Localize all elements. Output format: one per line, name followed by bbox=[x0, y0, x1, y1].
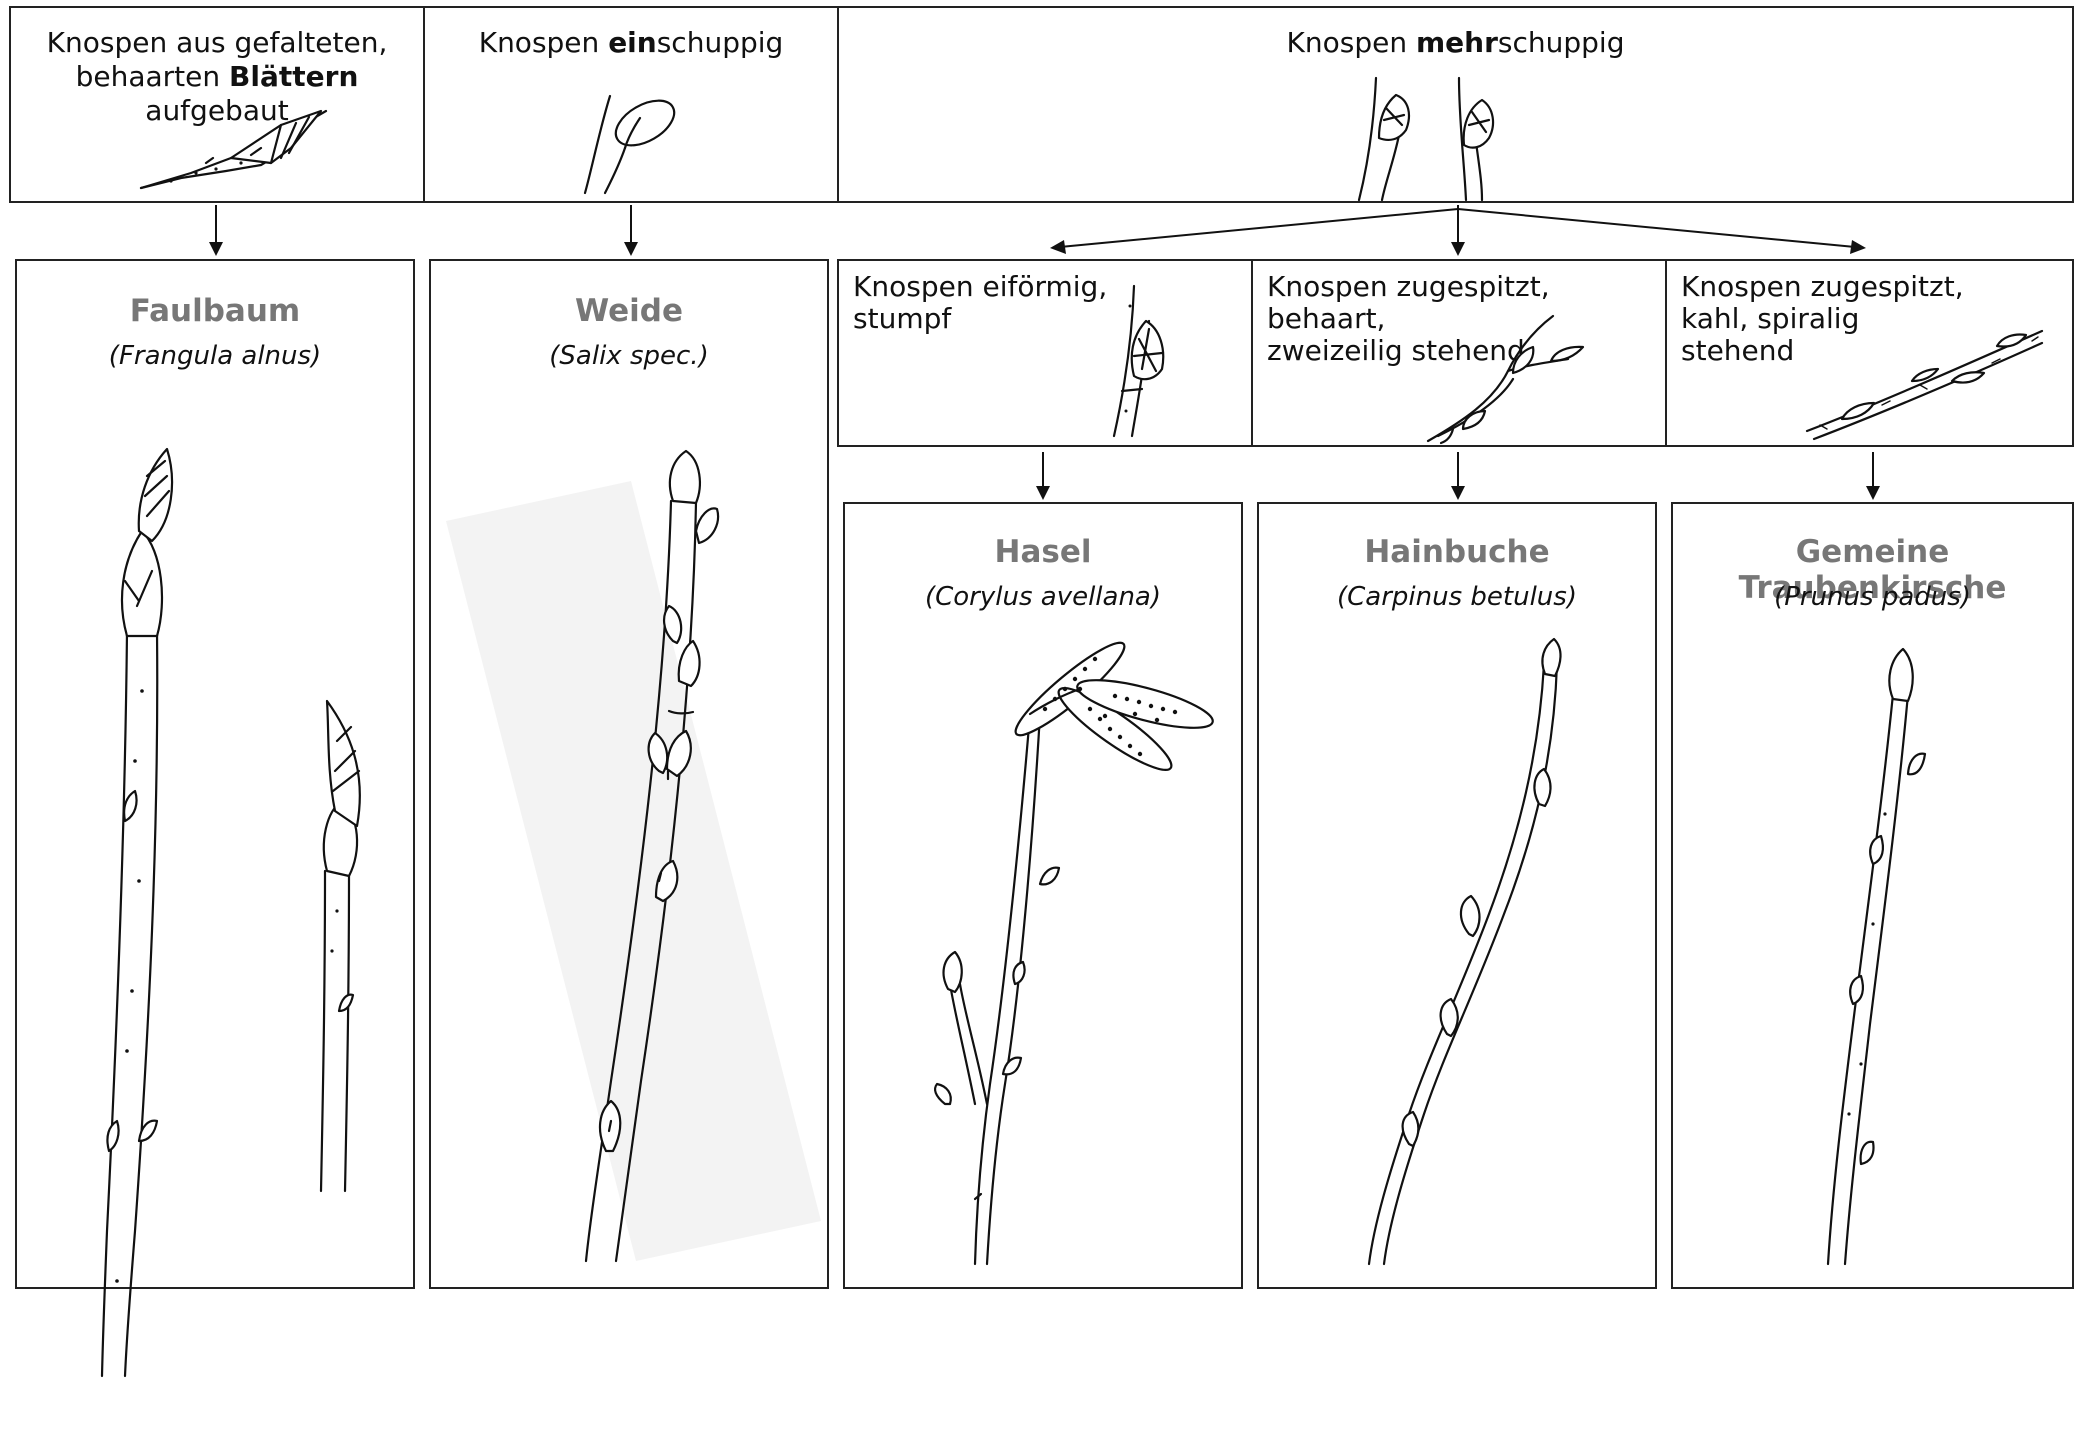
twig-drawing bbox=[905, 634, 1245, 1274]
pointed-glabrous-bud-icon bbox=[1802, 301, 2047, 441]
subcat-ovoid-blunt-label: Knospen eiförmig, stumpf bbox=[853, 271, 1107, 335]
species-panel-traubenkirsche: Gemeine Traubenkirsche (Prunus padus) bbox=[1671, 502, 2074, 1289]
species-latin-name: (Carpinus betulus) bbox=[1259, 582, 1655, 612]
ovoid-bud-icon bbox=[1094, 281, 1204, 441]
species-panel-weide: Weide (Salix spec.) bbox=[429, 259, 829, 1289]
twig-drawing bbox=[87, 431, 387, 1431]
subcat-box-pointed-glabrous: Knospen zugespitzt, kahl, spiralig stehe… bbox=[1665, 259, 2074, 447]
subcat-box-ovoid-blunt: Knospen eiförmig, stumpf bbox=[837, 259, 1253, 447]
species-panel-faulbaum: Faulbaum (Frangula alnus) bbox=[15, 259, 415, 1289]
species-panel-hasel: Hasel (Corylus avellana) bbox=[843, 502, 1243, 1289]
twig-drawing bbox=[441, 431, 821, 1291]
species-latin-name: (Prunus padus) bbox=[1673, 582, 2072, 612]
species-name: Hainbuche bbox=[1259, 534, 1655, 570]
subcat-box-pointed-hairy: Knospen zugespitzt, behaart, zweizeilig … bbox=[1251, 259, 1667, 447]
species-name: Weide bbox=[431, 293, 827, 329]
species-latin-name: (Frangula alnus) bbox=[17, 341, 413, 371]
species-latin-name: (Corylus avellana) bbox=[845, 582, 1241, 612]
species-latin-name: (Salix spec.) bbox=[431, 341, 827, 371]
twig-drawing bbox=[1773, 644, 1973, 1274]
twig-drawing bbox=[1319, 634, 1619, 1274]
species-name: Faulbaum bbox=[17, 293, 413, 329]
species-panel-hainbuche: Hainbuche (Carpinus betulus) bbox=[1257, 502, 1657, 1289]
species-name: Hasel bbox=[845, 534, 1241, 570]
pointed-hairy-bud-icon bbox=[1423, 311, 1603, 446]
